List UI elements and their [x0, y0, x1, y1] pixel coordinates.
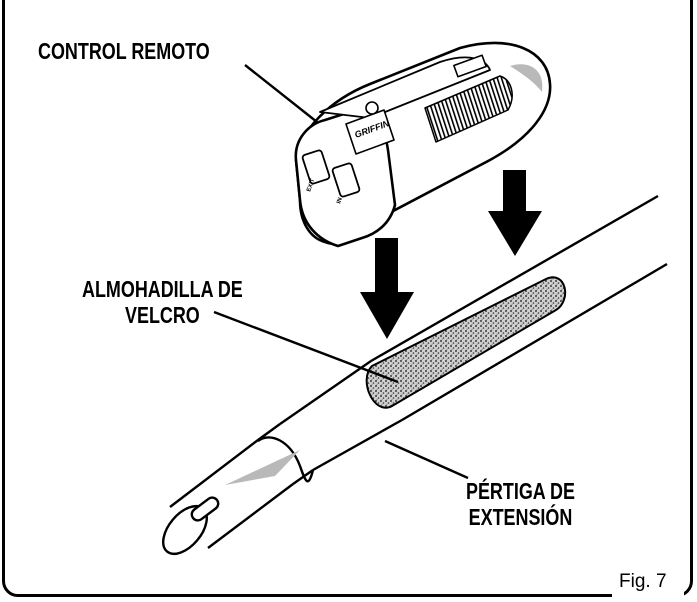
figure-caption: Fig. 7: [619, 571, 667, 592]
extension-pole: [162, 194, 668, 555]
leader-remote: [244, 64, 318, 123]
label-pole-line1: PÉRTIGA DE: [466, 478, 575, 504]
velcro-pad: [365, 276, 566, 409]
remote-control: [294, 41, 552, 248]
label-velcro-pad: ALMOHADILLA DE VELCRO: [82, 276, 243, 329]
label-pole-line2: EXTENSIÓN: [468, 504, 573, 531]
caption-background: [612, 566, 684, 602]
down-arrow-right: [488, 170, 542, 256]
leader-lines: [213, 64, 469, 480]
device-button-left-text: EXIT: [306, 178, 316, 193]
down-arrow-left: [360, 238, 414, 339]
label-velcro-line1: ALMOHADILLA DE: [82, 276, 243, 302]
device-button-right-text: IN: [336, 197, 344, 205]
label-velcro-line2: VELCRO: [125, 302, 200, 329]
label-extension-pole: PÉRTIGA DE EXTENSIÓN: [466, 478, 575, 531]
label-remote-control: CONTROL REMOTO: [38, 38, 210, 64]
leader-velcro: [213, 310, 399, 384]
leader-pole: [384, 439, 469, 480]
